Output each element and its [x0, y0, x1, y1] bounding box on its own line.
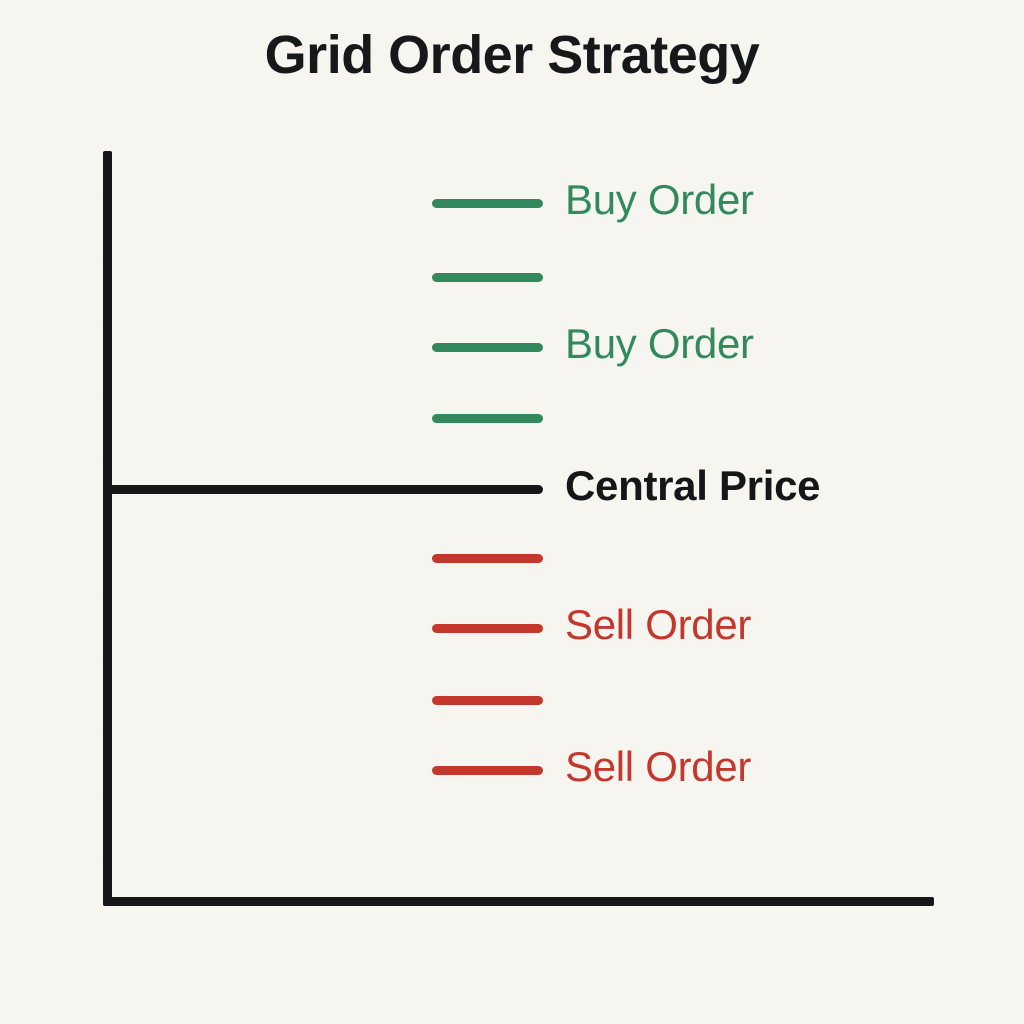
central-order-level-line: [107, 485, 543, 494]
sell-order-label: Sell Order: [565, 743, 752, 790]
buy-order-level-line: [432, 343, 543, 352]
sell-order-level-line: [432, 766, 543, 775]
sell-order-level-line: [432, 696, 543, 705]
buy-order-level-line: [432, 414, 543, 423]
x-axis-line: [103, 897, 934, 906]
buy-order-level-line: [432, 199, 543, 208]
sell-order-level-line: [432, 624, 543, 633]
buy-order-label: Buy Order: [565, 176, 754, 223]
sell-order-level-line: [432, 554, 543, 563]
buy-order-label: Buy Order: [565, 320, 754, 367]
chart-title: Grid Order Strategy: [264, 25, 760, 85]
buy-order-level-line: [432, 273, 543, 282]
sell-order-label: Sell Order: [565, 601, 752, 648]
central-order-label: Central Price: [565, 462, 821, 509]
y-axis-line: [103, 151, 112, 906]
